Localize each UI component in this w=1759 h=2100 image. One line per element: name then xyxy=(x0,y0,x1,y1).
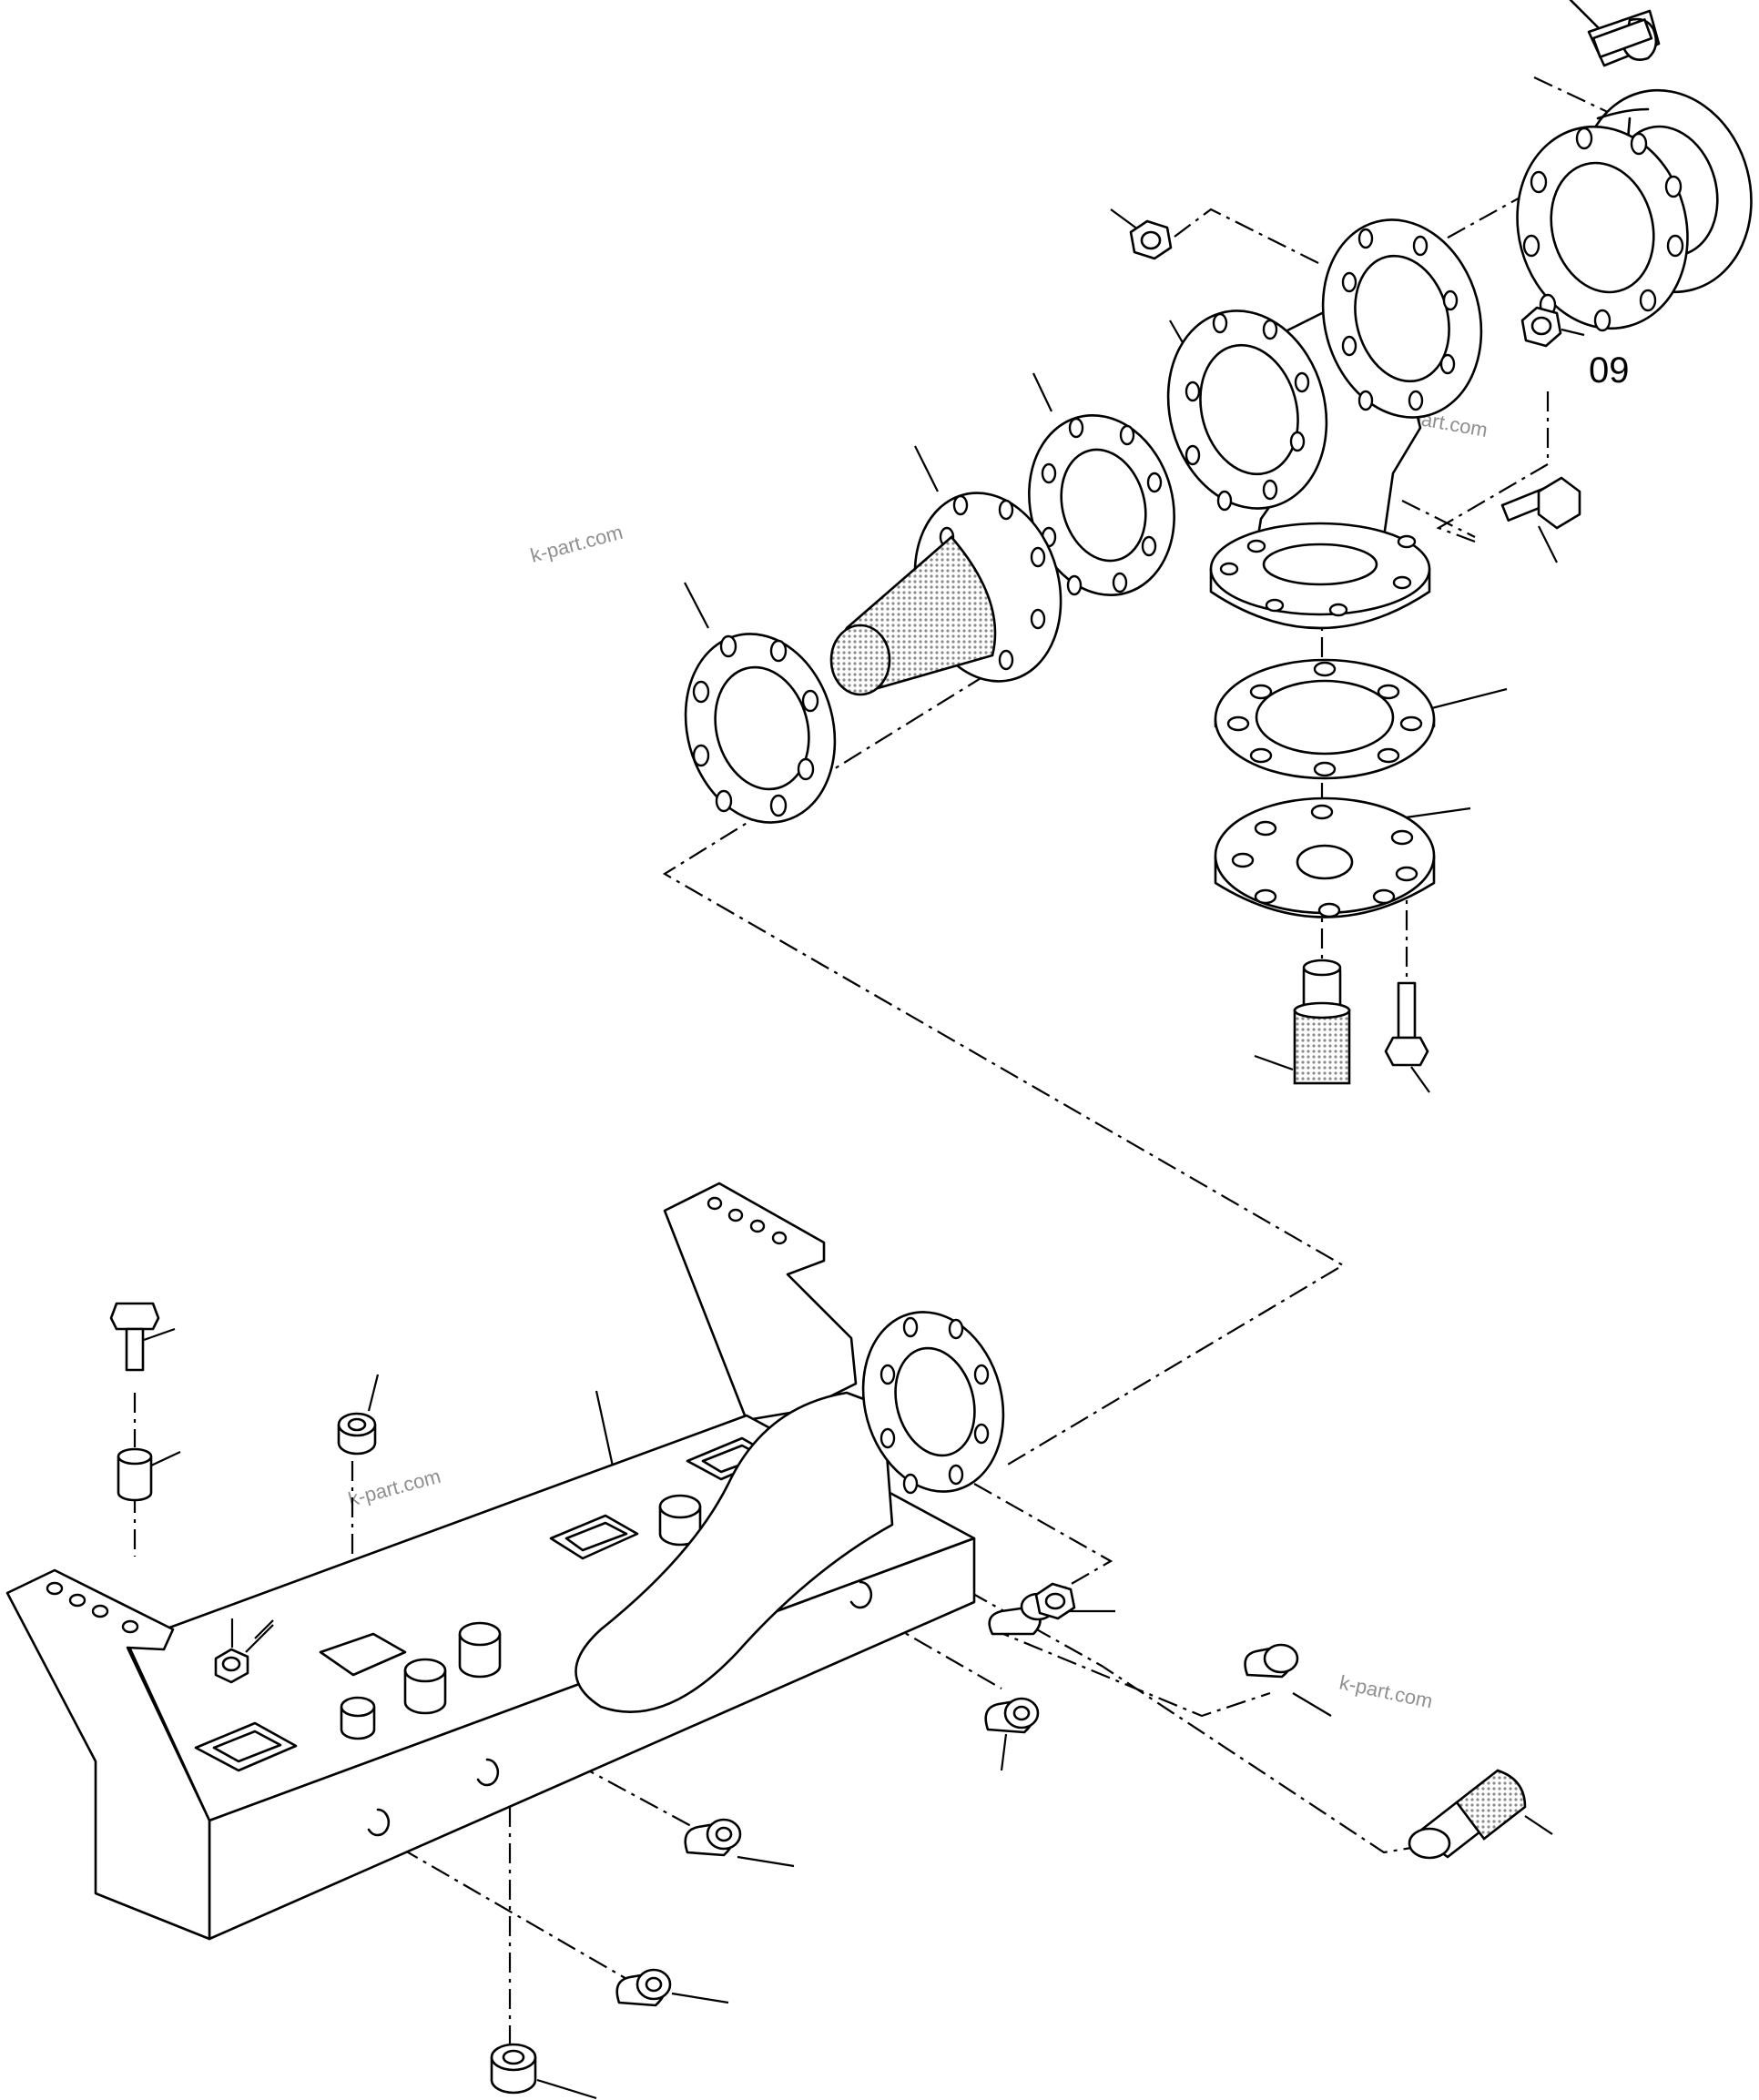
plug-c xyxy=(1244,1643,1332,1717)
hex-nut-lower-right xyxy=(1034,1582,1076,1620)
hex-nut-upper xyxy=(1110,208,1173,260)
callout-label-09: 09 xyxy=(1589,350,1630,391)
quick-coupling-lower xyxy=(1408,1769,1553,1860)
plug-b xyxy=(984,1697,1040,1771)
hex-bolt-under-plate xyxy=(1384,981,1430,1093)
hex-bolt-right xyxy=(1500,476,1581,563)
watermark-1: k-part.com xyxy=(528,521,625,567)
frame-beam xyxy=(5,1182,1005,1941)
expansion-joint xyxy=(1516,88,1753,332)
strainer-flange xyxy=(829,445,1063,696)
hex-bolt-lower-left xyxy=(109,1302,176,1372)
leader-line xyxy=(254,1619,274,1639)
hex-nut-beam xyxy=(214,1618,274,1684)
hex-bolt-top xyxy=(1569,0,1661,67)
gasket-2 xyxy=(684,582,837,824)
gasket-3 xyxy=(1214,658,1508,780)
plug-d xyxy=(684,1818,795,1868)
plug-e xyxy=(615,1968,729,2007)
tee-pipe xyxy=(1166,218,1483,630)
watermark-3: k-part.com xyxy=(346,1465,443,1511)
quick-coupling-upper xyxy=(1254,959,1351,1085)
watermark-4: k-part.com xyxy=(1337,1670,1435,1712)
flange-plate xyxy=(1214,796,1471,918)
spacer-sleeve xyxy=(117,1447,181,1502)
plug-top xyxy=(337,1374,380,1456)
gasket-1 xyxy=(1028,372,1175,596)
plug-f xyxy=(490,2043,597,2100)
hex-nut-09: 09 xyxy=(1520,306,1630,391)
